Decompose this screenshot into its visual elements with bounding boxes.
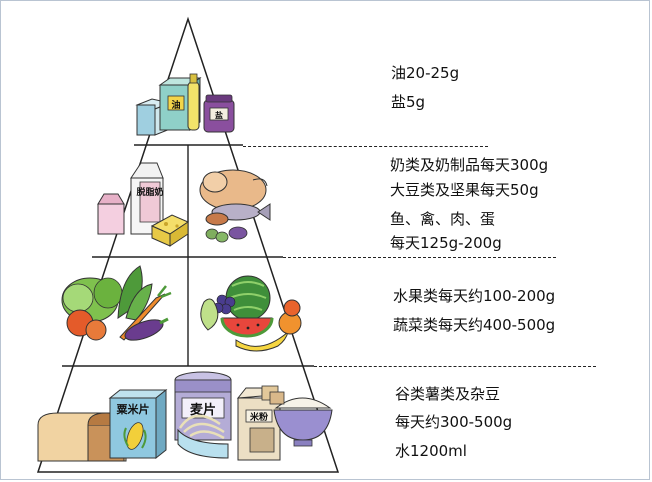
- eggplant-illustration: [124, 317, 169, 341]
- sauce-jar-illustration: 盐: [203, 94, 235, 133]
- noodles-illustration: [177, 414, 229, 459]
- tier2-dairy: 脱脂奶: [97, 162, 190, 247]
- tier2-protein: [199, 169, 271, 243]
- oil-bottle-illustration: [187, 73, 200, 131]
- pyramid-outline: [36, 16, 340, 473]
- cornflakes-pkg-label: 粟米片: [116, 402, 150, 416]
- tier2-label-dairy: 奶类及奶制品每天300g: [390, 156, 549, 174]
- tier2-label-meat-amount: 每天125g-200g: [390, 234, 502, 252]
- milk-pkg-label: 脱脂奶: [136, 186, 163, 198]
- tier1-foods: 油 盐: [135, 73, 235, 136]
- tomato-illustration: [66, 309, 107, 341]
- cornflakes-box-illustration: 粟米片: [108, 388, 168, 460]
- tier1-label-oil: 油20-25g: [391, 64, 460, 82]
- tier3-label-veg: 蔬菜类每天约400-500g: [393, 316, 556, 334]
- tier4-label-grains-amount: 每天约300-500g: [395, 413, 513, 431]
- oat-pkg-label: 麦片: [190, 402, 216, 418]
- tier4-grains: 粟米片 麦片 米粉: [37, 371, 333, 462]
- watermelon-illustration: [220, 317, 274, 338]
- ricepowder-pkg-label: 米粉: [249, 411, 268, 423]
- tier4-label-water: 水1200ml: [395, 442, 467, 460]
- chicken-illustration: [199, 169, 268, 211]
- tier2-label-soy: 大豆类及坚果每天50g: [390, 181, 539, 199]
- tier4-label-grains: 谷类薯类及杂豆: [395, 385, 501, 403]
- sausage-illustration: [205, 212, 229, 226]
- rice-bowl-illustration: [273, 397, 333, 447]
- pear-illustration: [200, 298, 219, 331]
- oil-pkg-label: 油: [171, 99, 180, 111]
- tier3-label-fruit: 水果类每天约100-200g: [393, 287, 556, 305]
- small-carton-illustration: [97, 193, 125, 235]
- cracker-illustration: [261, 385, 285, 405]
- orange-illustration: [278, 299, 302, 335]
- tier3-fruits: [200, 275, 302, 352]
- salt-pkg-label: 盐: [215, 110, 223, 120]
- tier2-label-meat: 鱼、禽、肉、蛋: [390, 210, 496, 228]
- tier3-divider-dashes: [314, 366, 596, 367]
- rice-bag-illustration: 米粉: [236, 387, 281, 461]
- cheese-illustration: [150, 214, 190, 247]
- tier1-divider-dashes: [243, 146, 488, 147]
- tier3-vegetables: [61, 265, 172, 341]
- tier1-label-salt: 盐5g: [391, 93, 426, 111]
- eggs-illustration: [205, 226, 248, 243]
- tier2-divider-dashes: [283, 257, 556, 258]
- banana-illustration: [235, 330, 289, 352]
